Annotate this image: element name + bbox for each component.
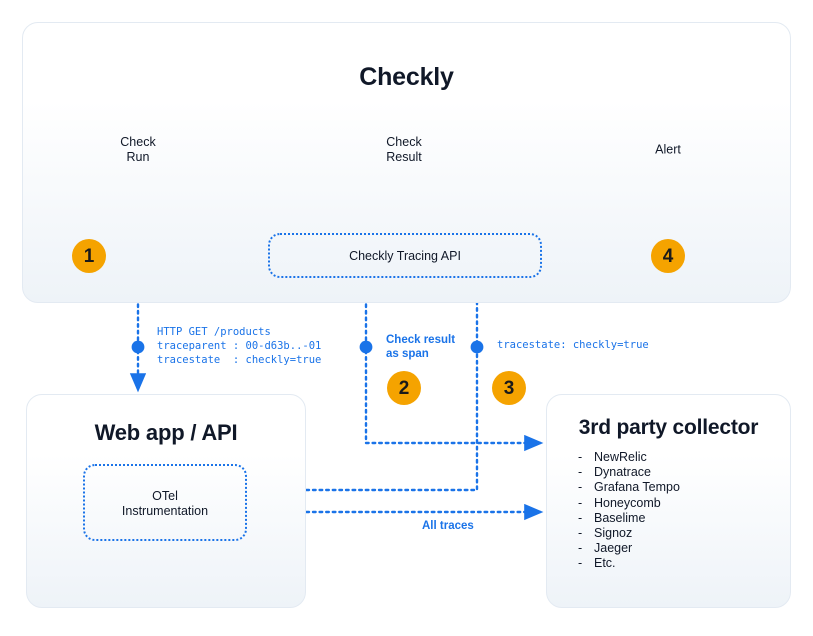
list-item-dash: -: [578, 541, 583, 556]
list-item-label: Jaeger: [594, 541, 633, 556]
list-item: -Jaeger: [578, 541, 778, 556]
list-item-label: NewRelic: [594, 450, 647, 464]
list-item-label: Dynatrace: [594, 465, 651, 480]
list-item: -Grafana Tempo: [578, 480, 778, 495]
list-item-label: Grafana Tempo: [594, 480, 680, 495]
list-item-label: Baselime: [594, 510, 646, 525]
list-item-dash: -: [578, 556, 583, 571]
list-item: -Signoz: [578, 526, 778, 541]
list-item: -Honeycomb: [578, 496, 778, 511]
panel-collector-title: 3rd party collector: [578, 416, 759, 439]
waypoint-dot-1: [131, 340, 145, 354]
waypoint-dot-2: [359, 340, 373, 354]
list-item-label: Honeycomb: [594, 495, 661, 510]
link-tracing-api-to-collector: [364, 276, 544, 452]
list-item: -Etc.: [578, 556, 778, 571]
annotation-all-traces: All traces: [422, 520, 474, 532]
node-otel-instrumentation-label: OTel Instrumentation: [121, 489, 209, 518]
node-otel-instrumentation: OTel Instrumentation: [83, 464, 247, 541]
node-checkly-tracing-api-label: Checkly Tracing API: [349, 249, 461, 263]
panel-webapp-title: Web app / API: [94, 420, 238, 445]
step-badge-2: 2: [387, 371, 421, 405]
step-badge-4: 4: [651, 239, 685, 273]
list-item-dash: -: [578, 495, 583, 510]
list-item: -Dynatrace: [578, 465, 778, 480]
annotation-http-request: HTTP GET /products traceparent : 00-d63b…: [157, 326, 322, 366]
list-item-label: Etc.: [594, 556, 616, 571]
collector-list: -NewRelic-Dynatrace-Grafana Tempo-Honeyc…: [578, 450, 778, 572]
annotation-check-result-as-span: Check result as span: [386, 334, 456, 360]
panel-3rd-party-collector: 3rd party collector: [546, 394, 791, 608]
list-item-label: Signoz: [594, 526, 633, 541]
list-item-dash: -: [578, 510, 583, 525]
node-checkly-tracing-api: Checkly Tracing API: [268, 233, 542, 278]
waypoint-dot-3: [470, 340, 484, 354]
list-item-dash: -: [578, 480, 583, 495]
annotation-tracestate-header: tracestate: checkly=true: [497, 339, 649, 351]
list-item-dash: -: [578, 526, 583, 541]
list-item: -NewRelic: [578, 450, 778, 465]
step-badge-1: 1: [72, 239, 106, 273]
list-item-dash: -: [578, 450, 583, 464]
panel-webapp: Web app / API: [26, 394, 306, 608]
step-badge-3: 3: [492, 371, 526, 405]
panel-checkly-title: Checkly: [359, 63, 454, 91]
list-item: -Baselime: [578, 511, 778, 526]
list-item-dash: -: [578, 465, 583, 480]
